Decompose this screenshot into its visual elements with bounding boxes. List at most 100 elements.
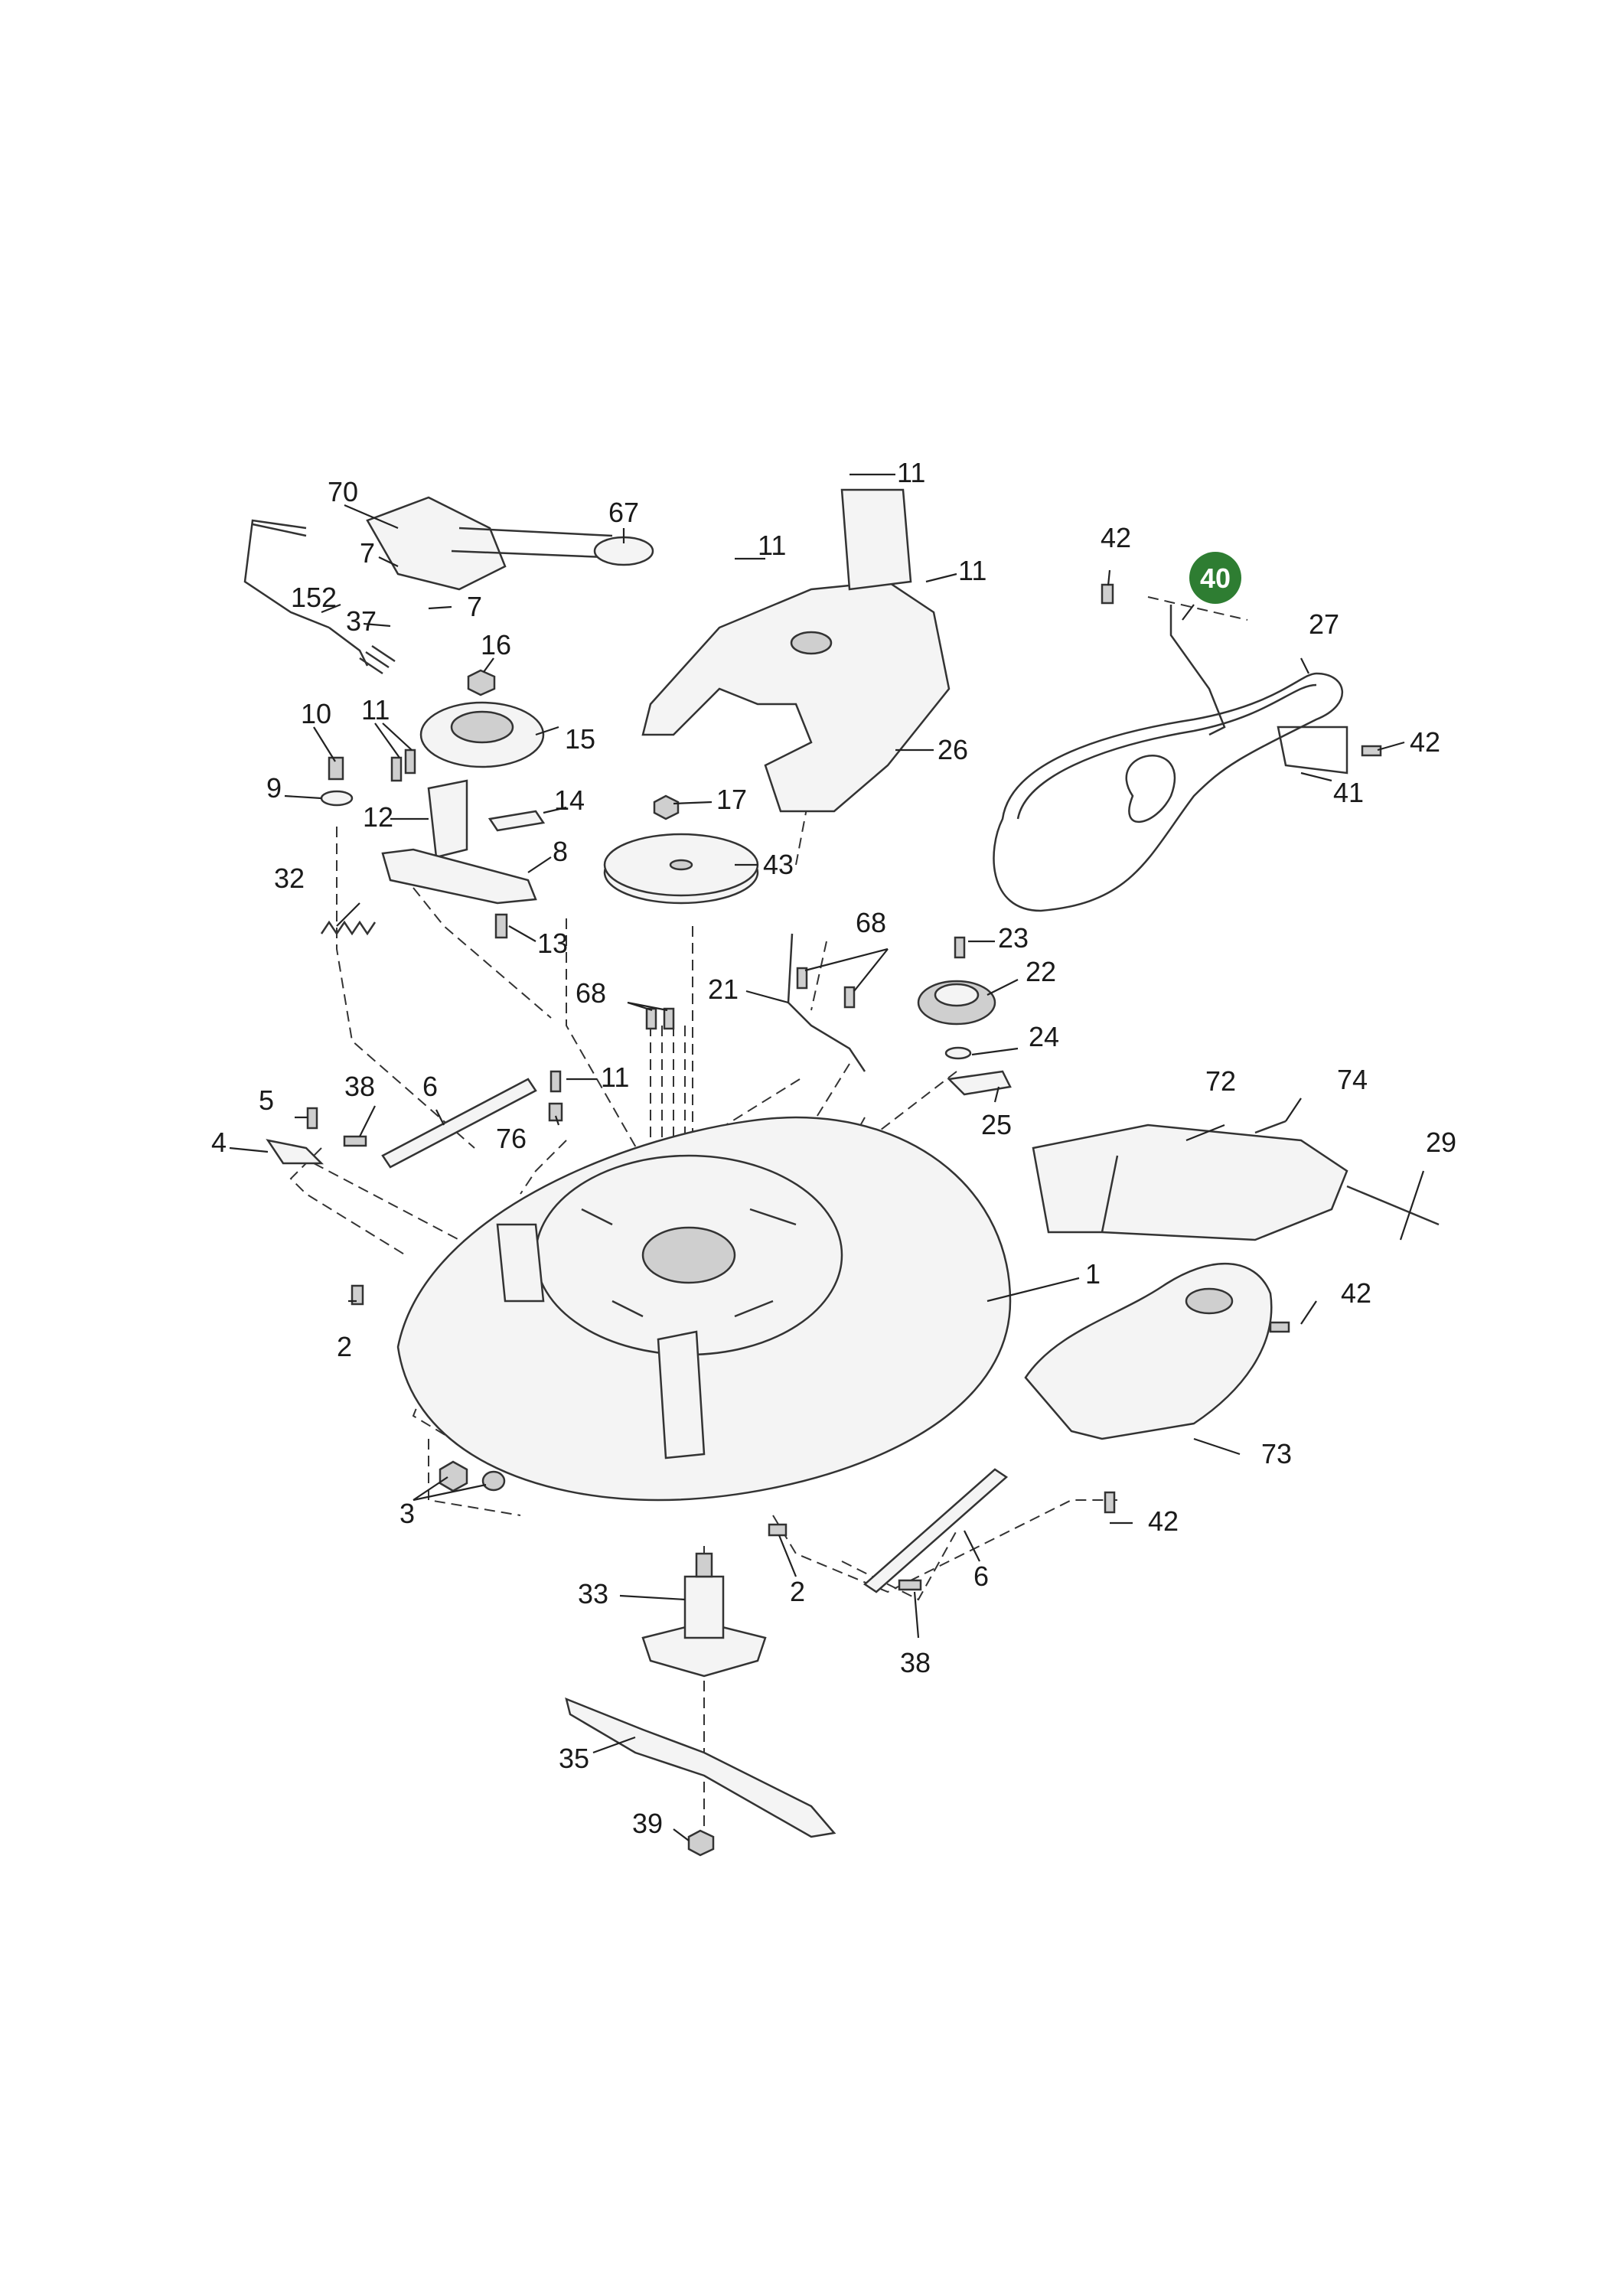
label-6b: 6 (973, 1561, 989, 1592)
label-4: 4 (211, 1127, 227, 1158)
label-11c: 11 (758, 530, 786, 561)
bracket-4 (266, 1139, 324, 1165)
belt-guide-41 (1277, 726, 1348, 775)
bolt-2-bottom (768, 1523, 788, 1537)
lift-linkage-rod (243, 519, 330, 629)
deck-bracket-left (496, 1223, 545, 1303)
spring-74 (1254, 1120, 1286, 1134)
part-shapes (243, 488, 1440, 1857)
chute-deflector-73 (1024, 1263, 1273, 1440)
bolt-5 (306, 1107, 318, 1130)
label-17: 17 (716, 784, 747, 815)
nut-17 (653, 794, 680, 820)
label-14: 14 (554, 784, 585, 816)
label-2a: 2 (337, 1331, 352, 1362)
belt-guide-40 (1169, 605, 1226, 736)
label-10: 10 (301, 698, 331, 729)
discharge-chute-72 (1032, 1124, 1348, 1241)
label-12: 12 (363, 801, 393, 833)
part-labels: 70 67 7 7 152 37 16 10 11 15 9 12 14 8 3… (211, 457, 1456, 1839)
deck-bracket-front (657, 1330, 706, 1459)
bolt-10 (328, 756, 344, 781)
label-38b: 38 (900, 1647, 931, 1678)
bolt-11e (549, 1070, 562, 1093)
label-42a: 42 (1101, 522, 1131, 553)
label-9: 9 (266, 772, 282, 804)
bolt-68b (645, 1007, 657, 1030)
label-2b: 2 (790, 1576, 805, 1607)
label-24: 24 (1029, 1021, 1059, 1052)
label-76: 76 (496, 1123, 527, 1154)
bolt-38-top (343, 1135, 367, 1147)
label-33: 33 (578, 1578, 608, 1609)
highlight-badge-circle (1189, 552, 1241, 604)
label-68b: 68 (576, 977, 606, 1009)
bolt-42-right (1361, 745, 1382, 757)
bracket-12 (427, 779, 468, 859)
label-22: 22 (1026, 956, 1056, 987)
bolt-23 (954, 936, 966, 959)
bolt-42-top (1101, 583, 1114, 605)
label-35: 35 (559, 1743, 589, 1774)
spacer-76 (548, 1102, 563, 1122)
label-72: 72 (1205, 1065, 1236, 1097)
bolt-42-bottom (1104, 1491, 1116, 1514)
drive-belt-27 (993, 672, 1343, 912)
nut-3 (439, 1460, 468, 1492)
label-42b: 42 (1410, 726, 1440, 758)
label-23: 23 (998, 922, 1029, 954)
label-15: 15 (565, 723, 595, 755)
link-6-bottom (863, 1468, 1009, 1593)
bolt-2-left (351, 1284, 364, 1306)
blade-35 (565, 1697, 836, 1838)
label-70: 70 (328, 476, 358, 507)
nut-16 (467, 669, 496, 696)
label-37: 37 (346, 605, 377, 637)
label-152: 152 (291, 582, 337, 613)
idler-bracket-21 (787, 933, 866, 1072)
belt-cover-26 (641, 580, 951, 813)
link-6-top (381, 1078, 537, 1169)
bracket-25 (947, 1070, 1012, 1096)
clip-14 (488, 810, 546, 832)
label-43: 43 (763, 849, 794, 880)
highlight-badge-40[interactable]: 40 (1189, 552, 1241, 604)
bracket-70 (366, 496, 507, 591)
bolt-68a (796, 967, 808, 990)
label-39: 39 (632, 1808, 663, 1839)
label-73: 73 (1261, 1438, 1292, 1469)
label-26: 26 (938, 734, 968, 765)
label-7a: 7 (360, 537, 375, 569)
label-27: 27 (1309, 608, 1339, 640)
bolt-42-chute (1269, 1321, 1290, 1333)
label-11b: 11 (897, 457, 925, 488)
label-25: 25 (981, 1109, 1012, 1140)
label-21: 21 (708, 974, 739, 1005)
label-6a: 6 (422, 1071, 438, 1102)
label-11e: 11 (601, 1062, 629, 1093)
label-40: 40 (1200, 563, 1231, 594)
bolt-13 (494, 913, 508, 939)
bolt-11 (390, 756, 403, 782)
washer-24 (944, 1046, 972, 1060)
label-1: 1 (1085, 1258, 1101, 1290)
leader-lines (229, 473, 1425, 1841)
label-32: 32 (274, 863, 305, 894)
rod-29 (1346, 1185, 1440, 1226)
label-3: 3 (399, 1498, 415, 1529)
label-11a: 11 (361, 694, 390, 726)
label-5: 5 (259, 1084, 274, 1116)
washer-9 (320, 790, 354, 807)
bolt-38-bottom (898, 1579, 922, 1591)
label-42d: 42 (1148, 1505, 1179, 1537)
label-68a: 68 (856, 907, 886, 938)
label-41: 41 (1333, 777, 1364, 808)
spring-32 (320, 920, 377, 936)
label-42c: 42 (1341, 1277, 1371, 1309)
label-29: 29 (1426, 1127, 1456, 1158)
label-7b: 7 (467, 591, 482, 622)
label-13: 13 (537, 928, 568, 959)
label-8: 8 (553, 836, 568, 867)
label-74: 74 (1337, 1064, 1368, 1095)
